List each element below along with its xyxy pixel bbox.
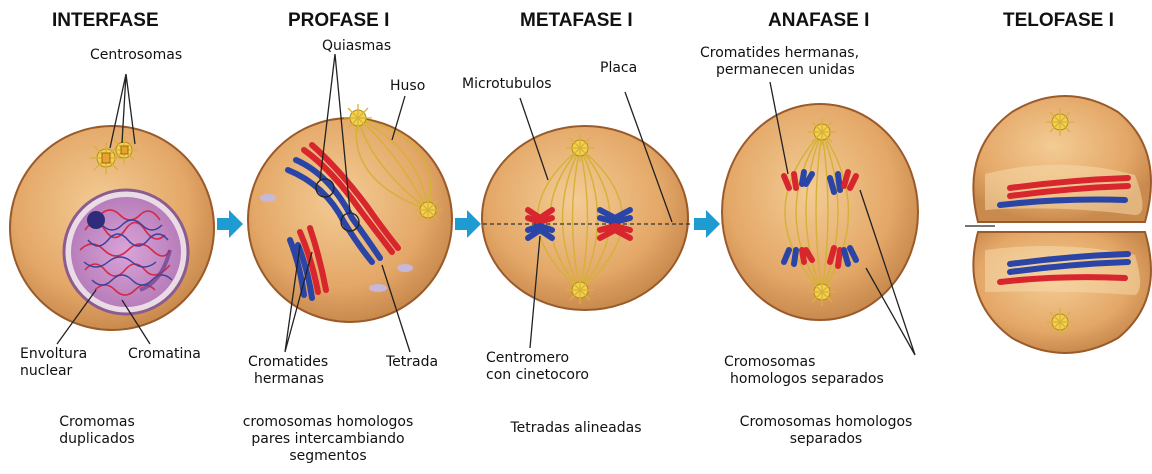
centrosome-icon: [110, 136, 138, 164]
label-cromatides-hermanas: Cromatides hermanas: [248, 354, 328, 388]
label-cromatides-unidas: Cromatides hermanas, permanecen unidas: [700, 45, 859, 79]
label-centromero: Centromero con cinetocoro: [486, 350, 589, 384]
centrosome-icon: [566, 134, 594, 162]
centrosome-icon: [566, 276, 594, 304]
right-arrow-icon: [217, 210, 243, 238]
centrosome-icon: [808, 278, 836, 306]
centrosome-icon: [1046, 308, 1074, 336]
phase-title-interfase: INTERFASE: [52, 10, 159, 32]
label-huso: Huso: [390, 78, 425, 95]
label-cromatina: Cromatina: [128, 346, 201, 363]
caption-metafase: Tetradas alineadas: [486, 420, 666, 437]
caption-profase: cromosomas homologos pares intercambiand…: [228, 414, 428, 465]
phase-title-metafase: METAFASE I: [520, 10, 633, 32]
phase-title-profase: PROFASE I: [288, 10, 389, 32]
label-cromosomas-separados: Cromosomas homologos separados: [724, 354, 884, 388]
caption-interfase: Cromomas duplicados: [22, 414, 172, 448]
anaphase-cell: [722, 82, 918, 355]
centrosome-icon: [414, 196, 442, 224]
label-microtubulos: Microtubulos: [462, 76, 552, 93]
centrosome-icon: [808, 118, 836, 146]
right-arrow-icon: [455, 210, 481, 238]
interphase-cell: [10, 74, 214, 344]
label-centrosomas: Centrosomas: [90, 47, 182, 64]
metaphase-cell: [482, 92, 690, 348]
label-placa: Placa: [600, 60, 637, 77]
right-arrow-icon: [694, 210, 720, 238]
centrosome-icon: [1046, 108, 1074, 136]
prophase-cell: [248, 54, 452, 352]
label-envoltura-nuclear: Envoltura nuclear: [20, 346, 87, 380]
telophase-cells: [965, 96, 1151, 353]
phase-title-anafase: ANAFASE I: [768, 10, 869, 32]
centrosome-icon: [344, 104, 372, 132]
label-tetrada: Tetrada: [386, 354, 438, 371]
phase-title-telofase: TELOFASE I: [1003, 10, 1114, 32]
label-quiasmas: Quiasmas: [322, 38, 391, 55]
caption-anafase: Cromosomas homologos separados: [716, 414, 936, 448]
